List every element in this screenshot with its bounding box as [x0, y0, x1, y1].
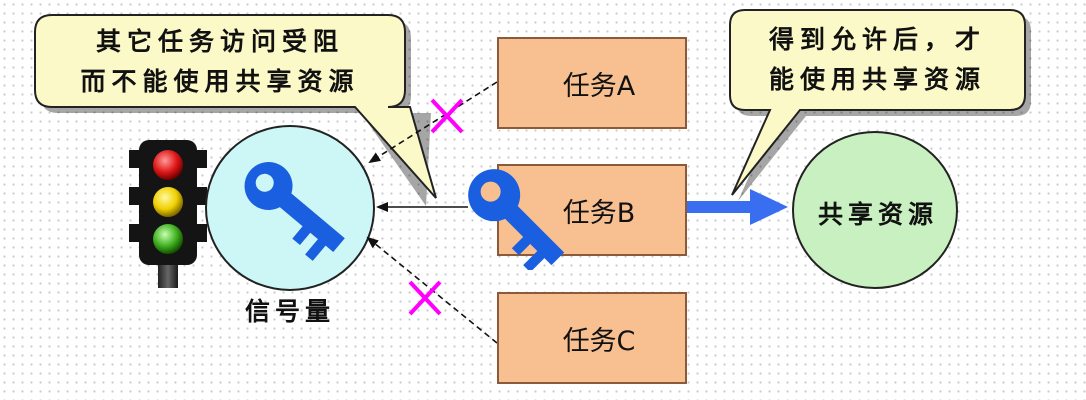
key-icon	[468, 169, 565, 270]
callout-allowed-line1: 得到允许后，才	[768, 25, 986, 54]
cross-mark-icon	[430, 98, 464, 134]
callout-allowed	[729, 9, 1031, 201]
request-arrow-task-a	[368, 81, 498, 164]
task-a-label: 任务A	[562, 70, 636, 102]
callout-allowed-text: 得到允许后，才 能使用共享资源	[735, 20, 1020, 100]
semaphore-label: 信号量	[245, 297, 336, 326]
cross-mark-icon	[408, 280, 442, 316]
shared-resource-circle	[792, 131, 958, 289]
callout-blocked	[34, 14, 437, 206]
traffic-light-icon	[129, 140, 207, 288]
task-a-box: 任务A	[497, 37, 687, 129]
callout-blocked-line2: 而不能使用共享资源	[80, 67, 360, 96]
task-c-label: 任务C	[562, 325, 636, 357]
callout-blocked-text: 其它任务访问受阻 而不能使用共享资源	[40, 22, 400, 102]
shared-resource-label: 共享资源	[818, 200, 939, 229]
callout-allowed-line2: 能使用共享资源	[768, 65, 986, 94]
callout-blocked-line1: 其它任务访问受阻	[95, 27, 344, 56]
key-icon	[244, 162, 345, 261]
task-c-box: 任务C	[497, 292, 687, 384]
task-b-label: 任务B	[562, 197, 636, 229]
